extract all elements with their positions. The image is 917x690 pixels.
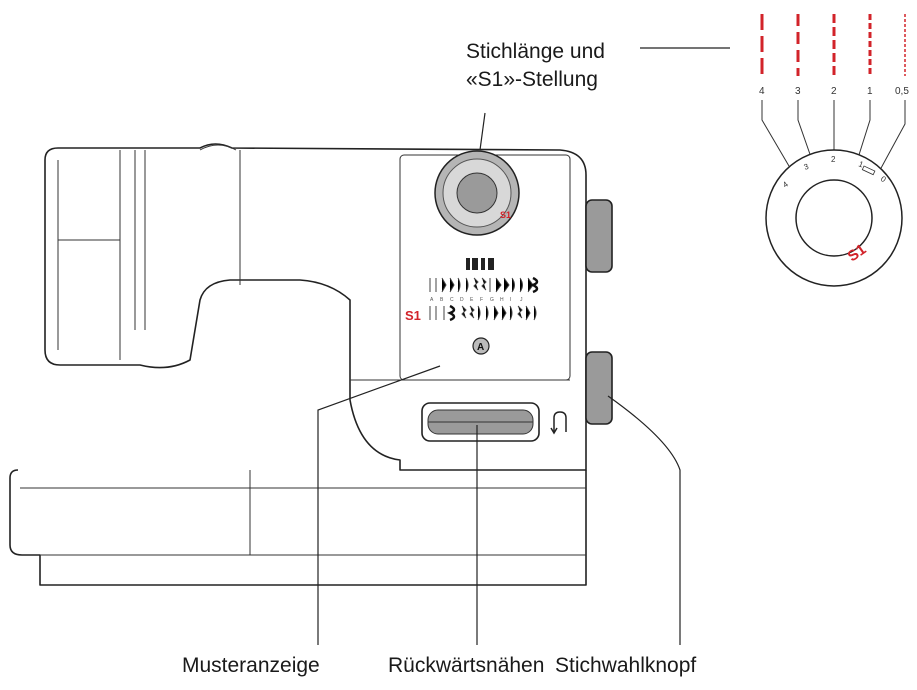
- svg-text:F: F: [480, 297, 483, 303]
- stitch-pattern-row-1: [429, 277, 534, 293]
- scale-num-3: 2: [831, 86, 837, 97]
- pattern-display-label: Musteranzeige: [182, 654, 320, 677]
- reverse-arrow-icon: [553, 411, 567, 432]
- svg-text:J: J: [520, 297, 523, 303]
- panel-s1-label: S1: [405, 308, 421, 323]
- dial-num-0: 0: [879, 174, 888, 184]
- svg-text:E: E: [470, 297, 474, 303]
- stitch-length-label-line2: «S1»-Stellung: [466, 68, 598, 91]
- dial-num-1: 1: [857, 159, 865, 169]
- scale-num-5: 0,5: [895, 86, 909, 97]
- machine-arm-outline: [44, 143, 587, 471]
- panel-a-label: A: [477, 342, 484, 353]
- leader-lines: [317, 47, 730, 645]
- machine-bed-outline: [9, 469, 587, 586]
- svg-text:G: G: [490, 297, 494, 303]
- stitch-selector-label: Stichwahlknopf: [555, 654, 696, 677]
- svg-text:C: C: [450, 297, 454, 303]
- enlarged-stitch-dial: 4 3 2 1 0 S1: [765, 149, 903, 287]
- dial-num-3: 3: [803, 162, 811, 172]
- stitch-length-scale: 4 3 2 1 0,5: [759, 14, 909, 179]
- stitch-length-dial: S1: [434, 150, 520, 236]
- handwheel-upper: [585, 199, 613, 273]
- stitch-length-label-line1: Stichlänge und: [466, 40, 605, 63]
- dial-num-2: 2: [831, 155, 836, 164]
- svg-text:D: D: [460, 297, 464, 303]
- dial-s1-small: S1: [500, 210, 511, 220]
- scale-num-4: 1: [867, 86, 873, 97]
- scale-num-1: 4: [759, 86, 765, 97]
- svg-text:H: H: [500, 297, 504, 303]
- sewing-machine: [9, 143, 613, 586]
- reverse-sewing-label: Rückwärtsnähen: [388, 654, 544, 677]
- svg-text:I: I: [510, 297, 511, 303]
- stitch-selector-knob: [585, 351, 613, 425]
- svg-text:A: A: [430, 297, 434, 303]
- scale-num-2: 3: [795, 86, 801, 97]
- reverse-sewing-lever: [421, 402, 567, 442]
- svg-text:B: B: [440, 297, 444, 303]
- stitch-pattern-row-2: [429, 305, 537, 321]
- dial-num-4: 4: [781, 179, 790, 189]
